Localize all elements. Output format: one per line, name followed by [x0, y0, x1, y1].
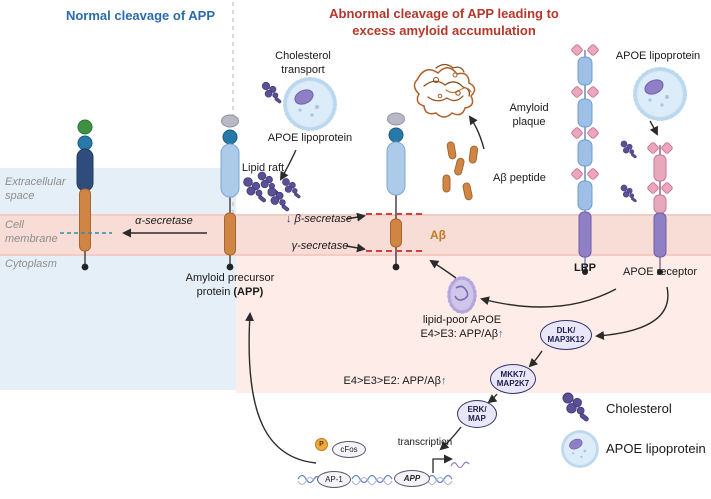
app-label-line2: protein [196, 285, 234, 298]
gamma-secretase-label: γ-secretase [291, 240, 349, 252]
lrp-receptor [570, 43, 600, 275]
cfos-oval: cFos [332, 441, 366, 458]
receptor-to-lipid-poor-arrow [480, 288, 617, 308]
apoe-lipoprotein-center-label: APOE lipoprotein [267, 132, 353, 144]
cholesterol-icon-near-lipoprotein [261, 81, 282, 104]
cascade-node-dlk: DLK/ MAP3K12 [540, 320, 592, 350]
lipid-raft-cholesterol-icons [243, 171, 301, 212]
mrna-squiggle [450, 461, 470, 469]
abnormal-title: Abnormal cleavage of APP leading to exce… [316, 6, 572, 40]
cytoplasm-label: Cytoplasm [5, 258, 57, 270]
app-gene-text: APP [403, 474, 421, 483]
cholesterol-transport-arrow [279, 149, 297, 181]
mkk7-to-erk-arrow [487, 393, 498, 404]
app-receptor-abnormal [366, 112, 426, 271]
arrows [122, 115, 669, 473]
apoe-receptor [620, 140, 674, 275]
abnormal-title-line1: Abnormal cleavage of APP leading to [329, 6, 559, 21]
beta-secretase-text: β-secretase [294, 213, 353, 225]
ap1-oval: AP-1 [317, 471, 351, 488]
cascade-node-mkk7: MKK7/ MAP2K7 [490, 364, 536, 394]
abeta-peptide-label: Aβ peptide [493, 172, 546, 184]
cholesterol-transport-label: Cholesterol transport [275, 50, 331, 76]
lipid-poor-line1: lipid-poor APOE [422, 314, 502, 326]
transcription-start-arrow [432, 454, 453, 473]
erk-line2: MAP [468, 414, 486, 423]
transcription-to-app-arrow [245, 312, 317, 464]
gamma-secretase-arrow [345, 243, 366, 253]
abnormal-title-line2: excess amyloid accumulation [352, 22, 536, 38]
dlk-line1: DLK/ [556, 325, 576, 335]
amyloid-plaque-label: Amyloid plaque [509, 102, 549, 128]
cell-membrane-label: Cell membrane [5, 219, 58, 245]
apoe-receptor-label: APOE receptor [623, 266, 697, 278]
transcription-label: transcription [397, 437, 453, 448]
ap1-text: AP-1 [325, 475, 343, 484]
mkk7-line1: MKK7/ [500, 369, 526, 379]
dlk-line2: MAP3K12 [547, 335, 585, 344]
isoform-ratio-text: E4>E3>E2: APP/Aβ [343, 375, 441, 387]
lipid-poor-apoe-particle [447, 276, 477, 314]
phosphate-badge: P [315, 438, 328, 451]
app-receptor-normal [60, 119, 112, 271]
lipid-poor-to-membrane-arrow [429, 259, 457, 279]
extracellular-space-label: Extracellular space [5, 176, 66, 202]
phosphate-text: P [319, 441, 324, 448]
cytoplasm-region-background [236, 256, 711, 393]
app-label-acronym: (APP) [233, 285, 264, 298]
cascade-node-erk: ERK/ MAP [457, 400, 497, 428]
cholesterol-icon-receptor-1 [620, 140, 638, 159]
app-label: Amyloid precursor protein (APP) [166, 272, 294, 300]
lipoprotein-to-receptor-arrow [649, 120, 658, 136]
receptor-to-dlk-arrow [595, 286, 669, 340]
dna-strands [297, 461, 470, 486]
legend-cholesterol-icon [562, 392, 590, 423]
lipid-poor-up-arrow: ↑ [498, 327, 504, 340]
erk-line1: ERK/ [467, 404, 487, 414]
erk-to-transcription-arrow [439, 426, 462, 451]
app-receptor-center [220, 114, 240, 271]
apoe-lipoprotein-center-icon [283, 77, 337, 131]
app-label-line1: Amyloid precursor [185, 272, 275, 284]
cholesterol-icon-receptor-2 [620, 184, 638, 203]
lipid-poor-line2: E4>E3: APP/Aβ [420, 327, 499, 340]
isoform-ratio-label: E4>E3>E2: APP/Aβ↑ [322, 375, 468, 389]
legend-apoe-lipoprotein-label: APOE lipoprotein [606, 441, 706, 456]
legend-apoe-lipoprotein-icon [561, 430, 599, 468]
cfos-text: cFos [340, 445, 358, 454]
peptide-to-plaque-arrow [468, 115, 485, 150]
cell-membrane-band [0, 214, 711, 256]
dlk-to-mkk7-arrow [528, 350, 543, 368]
beta-secretase-arrow [345, 212, 366, 222]
apoe-lipoprotein-right-label: APOE lipoprotein [615, 50, 701, 62]
alpha-secretase-label: α-secretase [135, 215, 193, 227]
lrp-label: LRP [574, 262, 596, 274]
amyloid-plaque-illustration [413, 63, 476, 118]
app-gene-oval: APP [394, 470, 430, 487]
mkk7-line2: MAP2K7 [496, 379, 530, 388]
beta-secretase-label: ↓ β-secretase [279, 213, 359, 227]
lipid-poor-apoe-label: lipid-poor APOE E4>E3: APP/Aβ↑ [403, 314, 521, 342]
abeta-peptides [442, 141, 479, 201]
lipid-raft-label: Lipid raft [241, 162, 285, 174]
beta-reduction-arrow: ↓ [285, 213, 292, 225]
normal-title: Normal cleavage of APP [65, 8, 216, 23]
abeta-label: Aβ [430, 228, 446, 242]
isoform-ratio-up-arrow: ↑ [440, 375, 447, 387]
legend-cholesterol-label: Cholesterol [606, 401, 672, 416]
apoe-lipoprotein-right-icon [633, 67, 687, 121]
normal-region-background [0, 168, 236, 390]
